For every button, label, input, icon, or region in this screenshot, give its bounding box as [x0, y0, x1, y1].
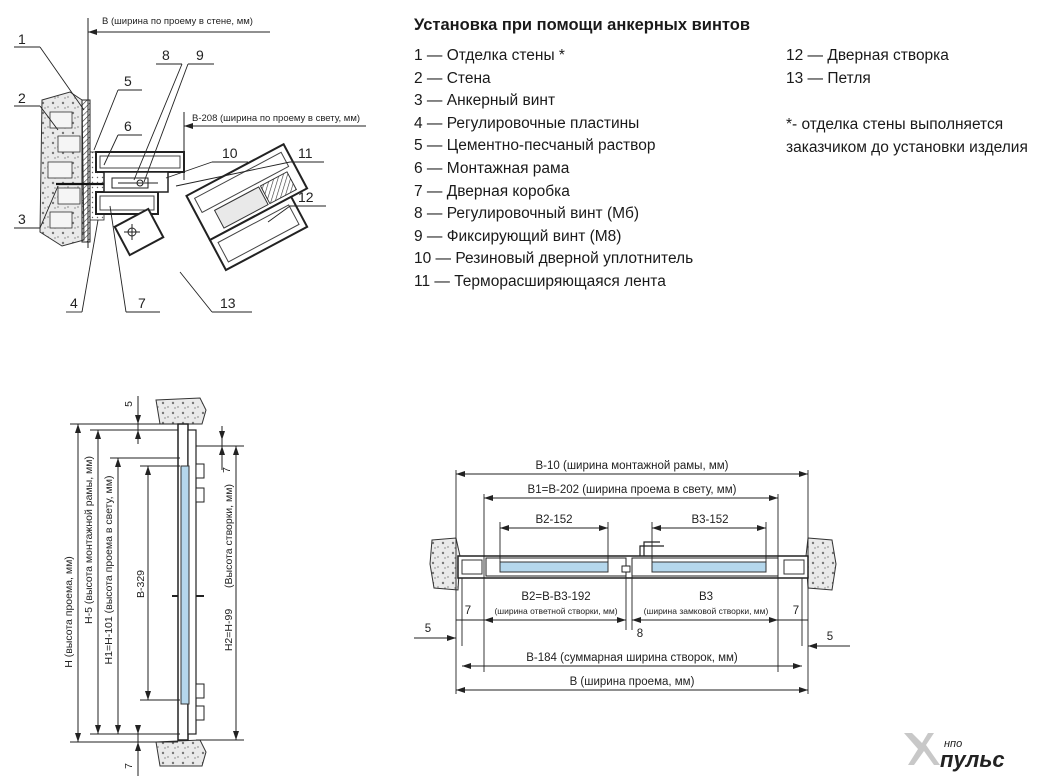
legend-item: 8 — Регулировочный винт (Мб)	[414, 205, 640, 223]
callout-12: 12	[298, 189, 314, 205]
b10-label: В-10 (ширина монтажной рамы, мм)	[536, 460, 729, 472]
plan-view: В-10 (ширина монтажной рамы, мм) В1=В-20…	[414, 460, 850, 694]
mid-8-label: 8	[637, 628, 643, 640]
logo-small-text: нпо	[944, 738, 962, 750]
legend-item: 7 — Дверная коробка	[414, 182, 570, 200]
footnote-line: *- отделка стены выполняется	[786, 116, 1004, 133]
legend-item: 12 — Дверная створка	[786, 47, 949, 64]
callout-9: 9	[196, 47, 204, 63]
legend-item: 1 — Отделка стены *	[414, 47, 565, 64]
h5-label: Н-5 (высота монтажной рамы, мм)	[83, 456, 95, 624]
wall-width-label: В (ширина по проему в стене, мм)	[102, 16, 253, 27]
h-label: Н (высота проема, мм)	[63, 556, 75, 668]
legend-right: 12 — Дверная створка 13 — Петля	[786, 45, 949, 90]
callout-6: 6	[124, 118, 132, 134]
legend-item: 9 — Фиксирующий винт (М8)	[414, 227, 622, 245]
leaf-top-gap-label: 7	[221, 467, 233, 473]
callout-11: 11	[298, 145, 313, 161]
legend-item: 13 — Петля	[786, 69, 871, 87]
left-7-label: 7	[465, 605, 471, 617]
legend-item: 6 — Монтажная рама	[414, 159, 570, 177]
legend-item: 2 — Стена	[414, 69, 491, 87]
section-detail: В (ширина по проему в стене, мм) В-208 (…	[14, 16, 366, 313]
clear-width-label: В-208 (ширина по проему в свету, мм)	[192, 113, 360, 124]
callout-13: 13	[220, 295, 236, 311]
pulse-logo-icon: нпо пульс	[904, 733, 1005, 772]
b2-label: В2=В-В3-192	[521, 591, 590, 603]
b2-sub-label: (ширина ответной створки, мм)	[494, 606, 617, 616]
footnote-line: заказчиком до установки изделия	[786, 138, 1028, 156]
legend-item: 10 — Резиновый дверной уплотнитель	[414, 250, 694, 268]
legend-item: 11 — Терморасширяющаяся лента	[414, 272, 666, 290]
right-5-label: 5	[827, 631, 833, 643]
b184-label: В-184 (суммарная ширина створок, мм)	[526, 652, 738, 664]
callout-1: 1	[18, 31, 26, 47]
side-view: Н (высота проема, мм) Н-5 (высота монтаж…	[63, 396, 244, 776]
footnote: *- отделка стены выполняется заказчиком …	[786, 114, 1028, 159]
callout-5: 5	[124, 73, 132, 89]
b-label: В (ширина проема, мм)	[570, 676, 695, 688]
legend-item: 4 — Регулировочные пластины	[414, 114, 640, 132]
callout-10: 10	[222, 145, 238, 161]
gap-top-label: 5	[123, 401, 135, 407]
leaf-height-label: (Высота створки, мм)	[223, 484, 235, 588]
pulse-logo: нпо пульс	[900, 725, 1030, 775]
legend-item: 3 — Анкерный винт	[414, 92, 556, 110]
h2-label: Н2=Н-99	[223, 609, 235, 651]
h1-label: Н1=Н-101 (высота проема в свету, мм)	[103, 476, 115, 665]
callout-3: 3	[18, 211, 26, 227]
b1-label: В1=В-202 (ширина проема в свету, мм)	[528, 484, 737, 496]
callout-8: 8	[162, 47, 170, 63]
b3-sub-label: (ширина замковой створки, мм)	[644, 606, 769, 616]
b3-label: В3	[699, 591, 713, 603]
gap-bottom-label: 7	[123, 763, 135, 769]
page-title: Установка при помощи анкерных винтов	[414, 16, 750, 34]
logo-big-text: пульс	[940, 747, 1005, 772]
legend-left: 1 — Отделка стены * 2 — Стена 3 — Анкерн…	[414, 45, 693, 294]
callout-4: 4	[70, 295, 78, 311]
left-5-label: 5	[425, 623, 431, 635]
callout-7: 7	[138, 295, 146, 311]
b3-152-label: В3-152	[691, 514, 728, 526]
right-7-label: 7	[793, 605, 799, 617]
callout-2: 2	[18, 90, 26, 106]
b329-label: В-329	[135, 570, 147, 598]
legend-item: 5 — Цементно-песчаный раствор	[414, 137, 656, 155]
b2-152-label: В2-152	[535, 514, 572, 526]
